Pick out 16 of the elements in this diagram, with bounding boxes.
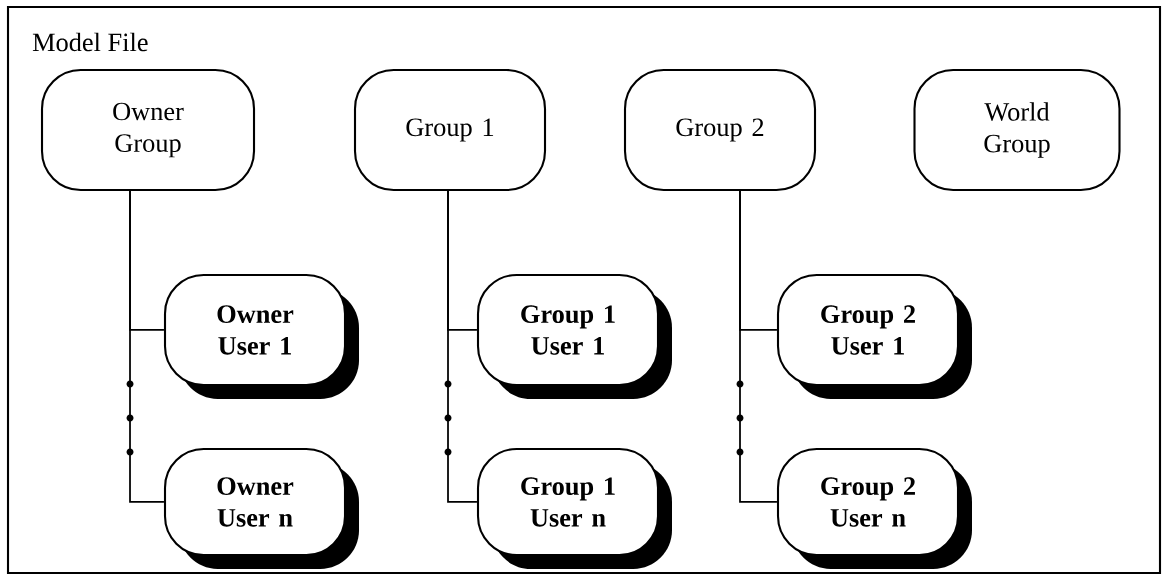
group-box: World Group bbox=[913, 68, 1121, 192]
group-box: Group 1 bbox=[353, 68, 547, 192]
user-box: Owner User 1 bbox=[163, 273, 359, 399]
connector-line bbox=[447, 189, 478, 503]
user-box: Owner User n bbox=[163, 447, 359, 569]
connector-line bbox=[129, 189, 165, 503]
frame-title: Model File bbox=[32, 32, 148, 52]
user-box: Group 2 User n bbox=[776, 447, 972, 569]
user-box: Group 1 User n bbox=[476, 447, 672, 569]
connector-line bbox=[739, 189, 778, 503]
node-label: Owner User n bbox=[217, 477, 294, 527]
frame-box bbox=[6, 5, 1162, 575]
group-box: Group 2 bbox=[623, 68, 817, 192]
group-box: Owner Group bbox=[40, 68, 256, 192]
user-box: Group 2 User 1 bbox=[776, 273, 972, 399]
user-box: Group 1 User 1 bbox=[476, 273, 672, 399]
